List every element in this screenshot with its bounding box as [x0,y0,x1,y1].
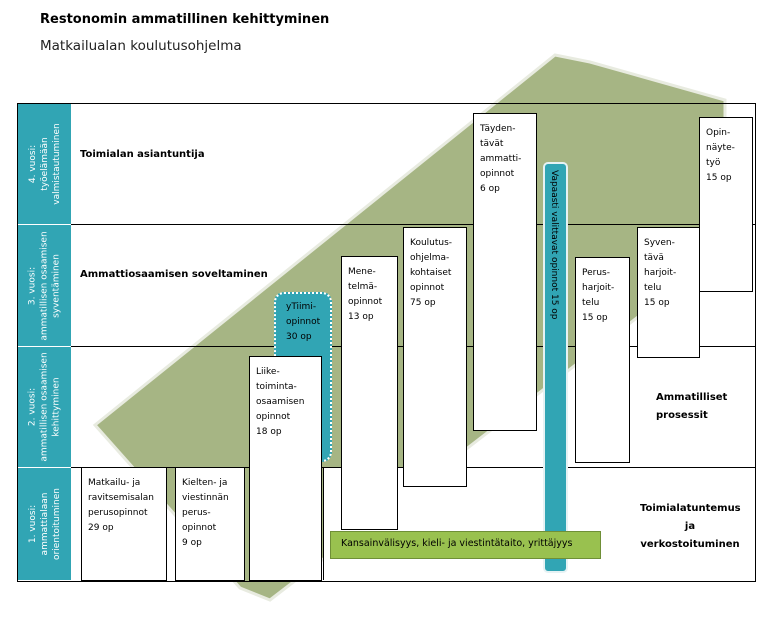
year-3-label: 3. vuosi: ammatillisen osaamisen syventä… [18,225,71,347]
elective-label: Vapaasti valittavat opinnot 15 op [549,170,559,320]
year-2-label: 2. vuosi: ammatillisen osaamisen kehitty… [18,347,71,468]
course-box: Perus- harjoit- telu 15 op [575,257,630,463]
course-elective-bar: Vapaasti valittavat opinnot 15 op [543,162,568,573]
course-box: Kielten- ja viestinnän perus- opinnot 9 … [175,467,245,581]
diagram-frame [17,103,756,582]
course-box: Liike- toiminta- osaamisen opinnot 18 op [249,356,322,581]
course-box: Syven- tävä harjoit- telu 15 op [637,227,700,358]
page-subtitle: Matkailualan koulutusohjelma [40,38,242,54]
row-divider [17,224,755,225]
course-box: Mene- telmä- opinnot 13 op [341,256,398,530]
course-box: Koulutus- ohjelma- kohtaiset opinnot 75 … [403,227,467,487]
crosscutting-skills-bar: Kansainvälisyys, kieli- ja viestintätait… [330,531,601,559]
theme-row2: Ammatilliset prosessit [656,392,728,421]
theme-row4: Toimialan asiantuntija [80,149,205,160]
year-1-label: 1. vuosi: ammattialaan orientoituminen [18,468,71,581]
page-title: Restonomin ammatillinen kehittyminen [40,12,330,27]
course-box: Opin- näyte- työ 15 op [699,117,753,292]
theme-row1: Toimialatuntemus ja verkostoituminen [640,503,741,550]
course-box: Matkailu- ja ravitsemisalan perusopinnot… [81,467,167,581]
course-box: Täyden- tävät ammatti- opinnot 6 op [473,113,537,431]
theme-row3: Ammattiosaamisen soveltaminen [80,269,268,280]
year-4-label: 4. vuosi: työelämään valmistautuminen [18,104,71,225]
